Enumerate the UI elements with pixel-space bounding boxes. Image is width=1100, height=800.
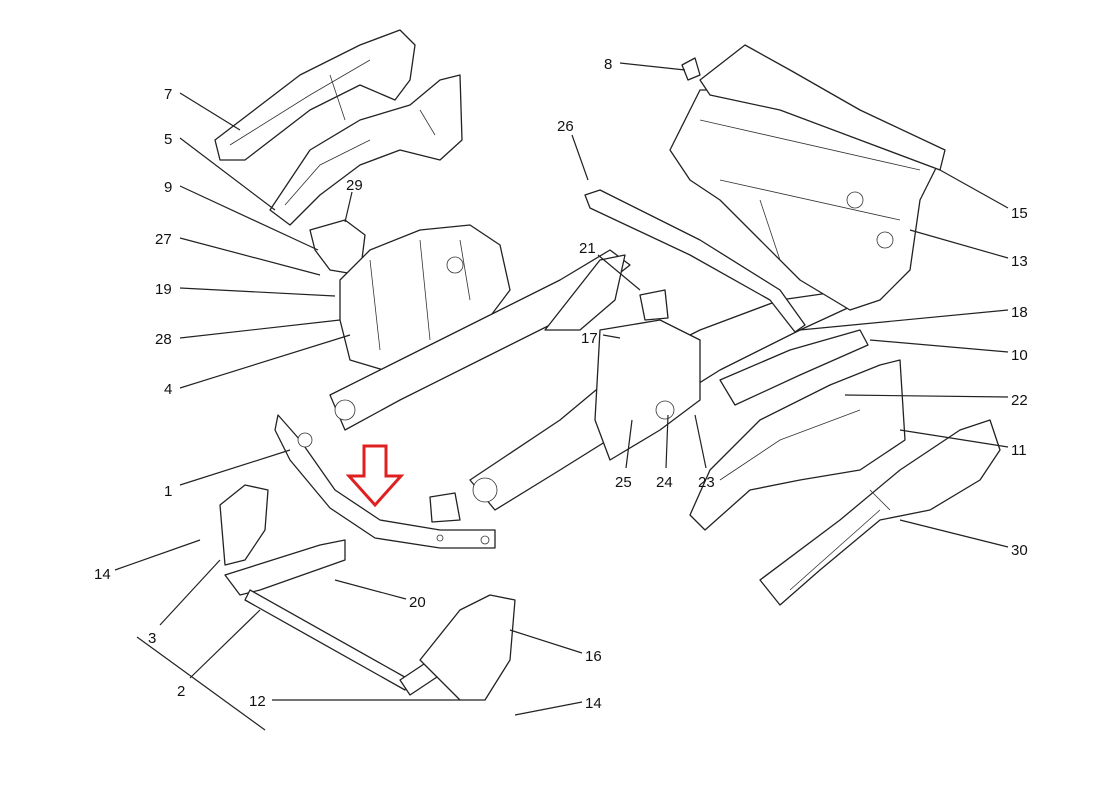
callout-15: 15 (1011, 205, 1028, 222)
part-1-bumper-beam (274, 414, 496, 549)
callout-28: 28 (155, 331, 172, 348)
callout-16: 16 (585, 648, 602, 665)
part-front-rail-left (329, 249, 631, 431)
callout-30: 30 (1011, 542, 1028, 559)
callout-27: 27 (155, 231, 172, 248)
part-5-wheel-arch (269, 74, 463, 226)
callout-26: 26 (557, 118, 574, 135)
part-7-upper-rail (214, 29, 416, 161)
part-11-wheelhouse (689, 359, 906, 531)
leader-lines (114, 62, 1009, 716)
callout-29: 29 (346, 177, 363, 194)
callout-19: 19 (155, 281, 172, 298)
callout-24: 24 (656, 474, 673, 491)
callout-2: 2 (177, 683, 185, 700)
callout-9: 9 (164, 179, 172, 196)
callout-17: 17 (581, 330, 598, 347)
part-4-inner-panel (339, 224, 511, 376)
callout-13: 13 (1011, 253, 1028, 270)
callout-21: 21 (579, 240, 596, 257)
callout-1: 1 (164, 483, 172, 500)
callout-8: 8 (604, 56, 612, 73)
highlight-arrow-down-icon (345, 444, 405, 508)
part-13-firewall (669, 89, 941, 311)
part-15-cowl (699, 44, 946, 171)
dimension-line (136, 636, 266, 731)
callout-7: 7 (164, 86, 172, 103)
callout-5: 5 (164, 131, 172, 148)
callout-23: 23 (698, 474, 715, 491)
part-30-rail (759, 419, 1001, 606)
part-3-bracket (219, 484, 269, 566)
callout-14-right: 14 (585, 695, 602, 712)
callout-12: 12 (249, 693, 266, 710)
callout-25: 25 (615, 474, 632, 491)
callout-11: 11 (1011, 442, 1027, 459)
callout-3: 3 (148, 630, 156, 647)
part-21-bracket (544, 254, 669, 331)
callout-22: 22 (1011, 392, 1028, 409)
callout-10: 10 (1011, 347, 1028, 364)
part-10-rail (719, 329, 869, 406)
callout-4: 4 (164, 381, 172, 398)
part-8-clip (681, 57, 701, 81)
callout-labels: 7 5 9 29 27 19 28 4 1 14 3 2 12 14 16 20… (94, 56, 1028, 712)
callout-20: 20 (409, 594, 426, 611)
callout-18: 18 (1011, 304, 1028, 321)
callout-14-left: 14 (94, 566, 111, 583)
part-12-bracket (419, 594, 516, 701)
part-18-strut-bar (584, 189, 806, 333)
